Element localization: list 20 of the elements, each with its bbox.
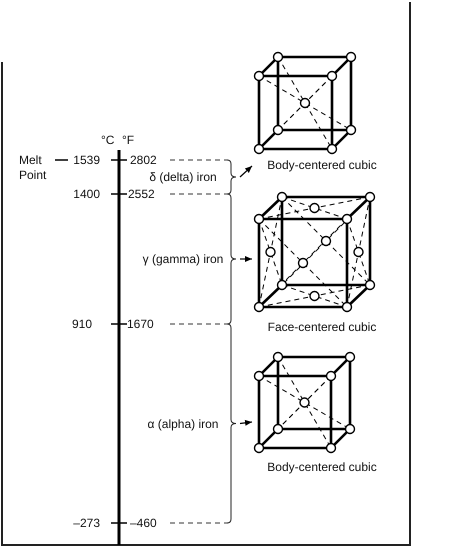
unit-label: °C xyxy=(101,133,114,147)
phase-label: α (alpha) iron xyxy=(146,416,220,430)
unit-label: °F xyxy=(122,133,134,147)
temperature-value: 2552 xyxy=(128,187,155,201)
arrow xyxy=(240,256,252,262)
temperature-value: 2802 xyxy=(130,153,157,167)
phase-label: δ (delta) iron xyxy=(148,170,218,184)
temperature-value: 1539 xyxy=(73,153,100,167)
temperature-value: –273 xyxy=(73,516,100,530)
temperature-value: –460 xyxy=(130,516,157,530)
arrow xyxy=(240,166,252,178)
annotation-text: Melt Point xyxy=(19,153,48,183)
temperature-value: 910 xyxy=(72,317,92,331)
structure-label: Body-centered cubic xyxy=(266,158,378,172)
temperature-value: 1670 xyxy=(127,317,154,331)
structure-label: Body-centered cubic xyxy=(266,460,378,474)
arrow xyxy=(240,420,252,426)
phase-label: γ (gamma) iron xyxy=(142,252,224,266)
structure-label: Face-centered cubic xyxy=(266,320,378,334)
temperature-value: 1400 xyxy=(73,187,100,201)
